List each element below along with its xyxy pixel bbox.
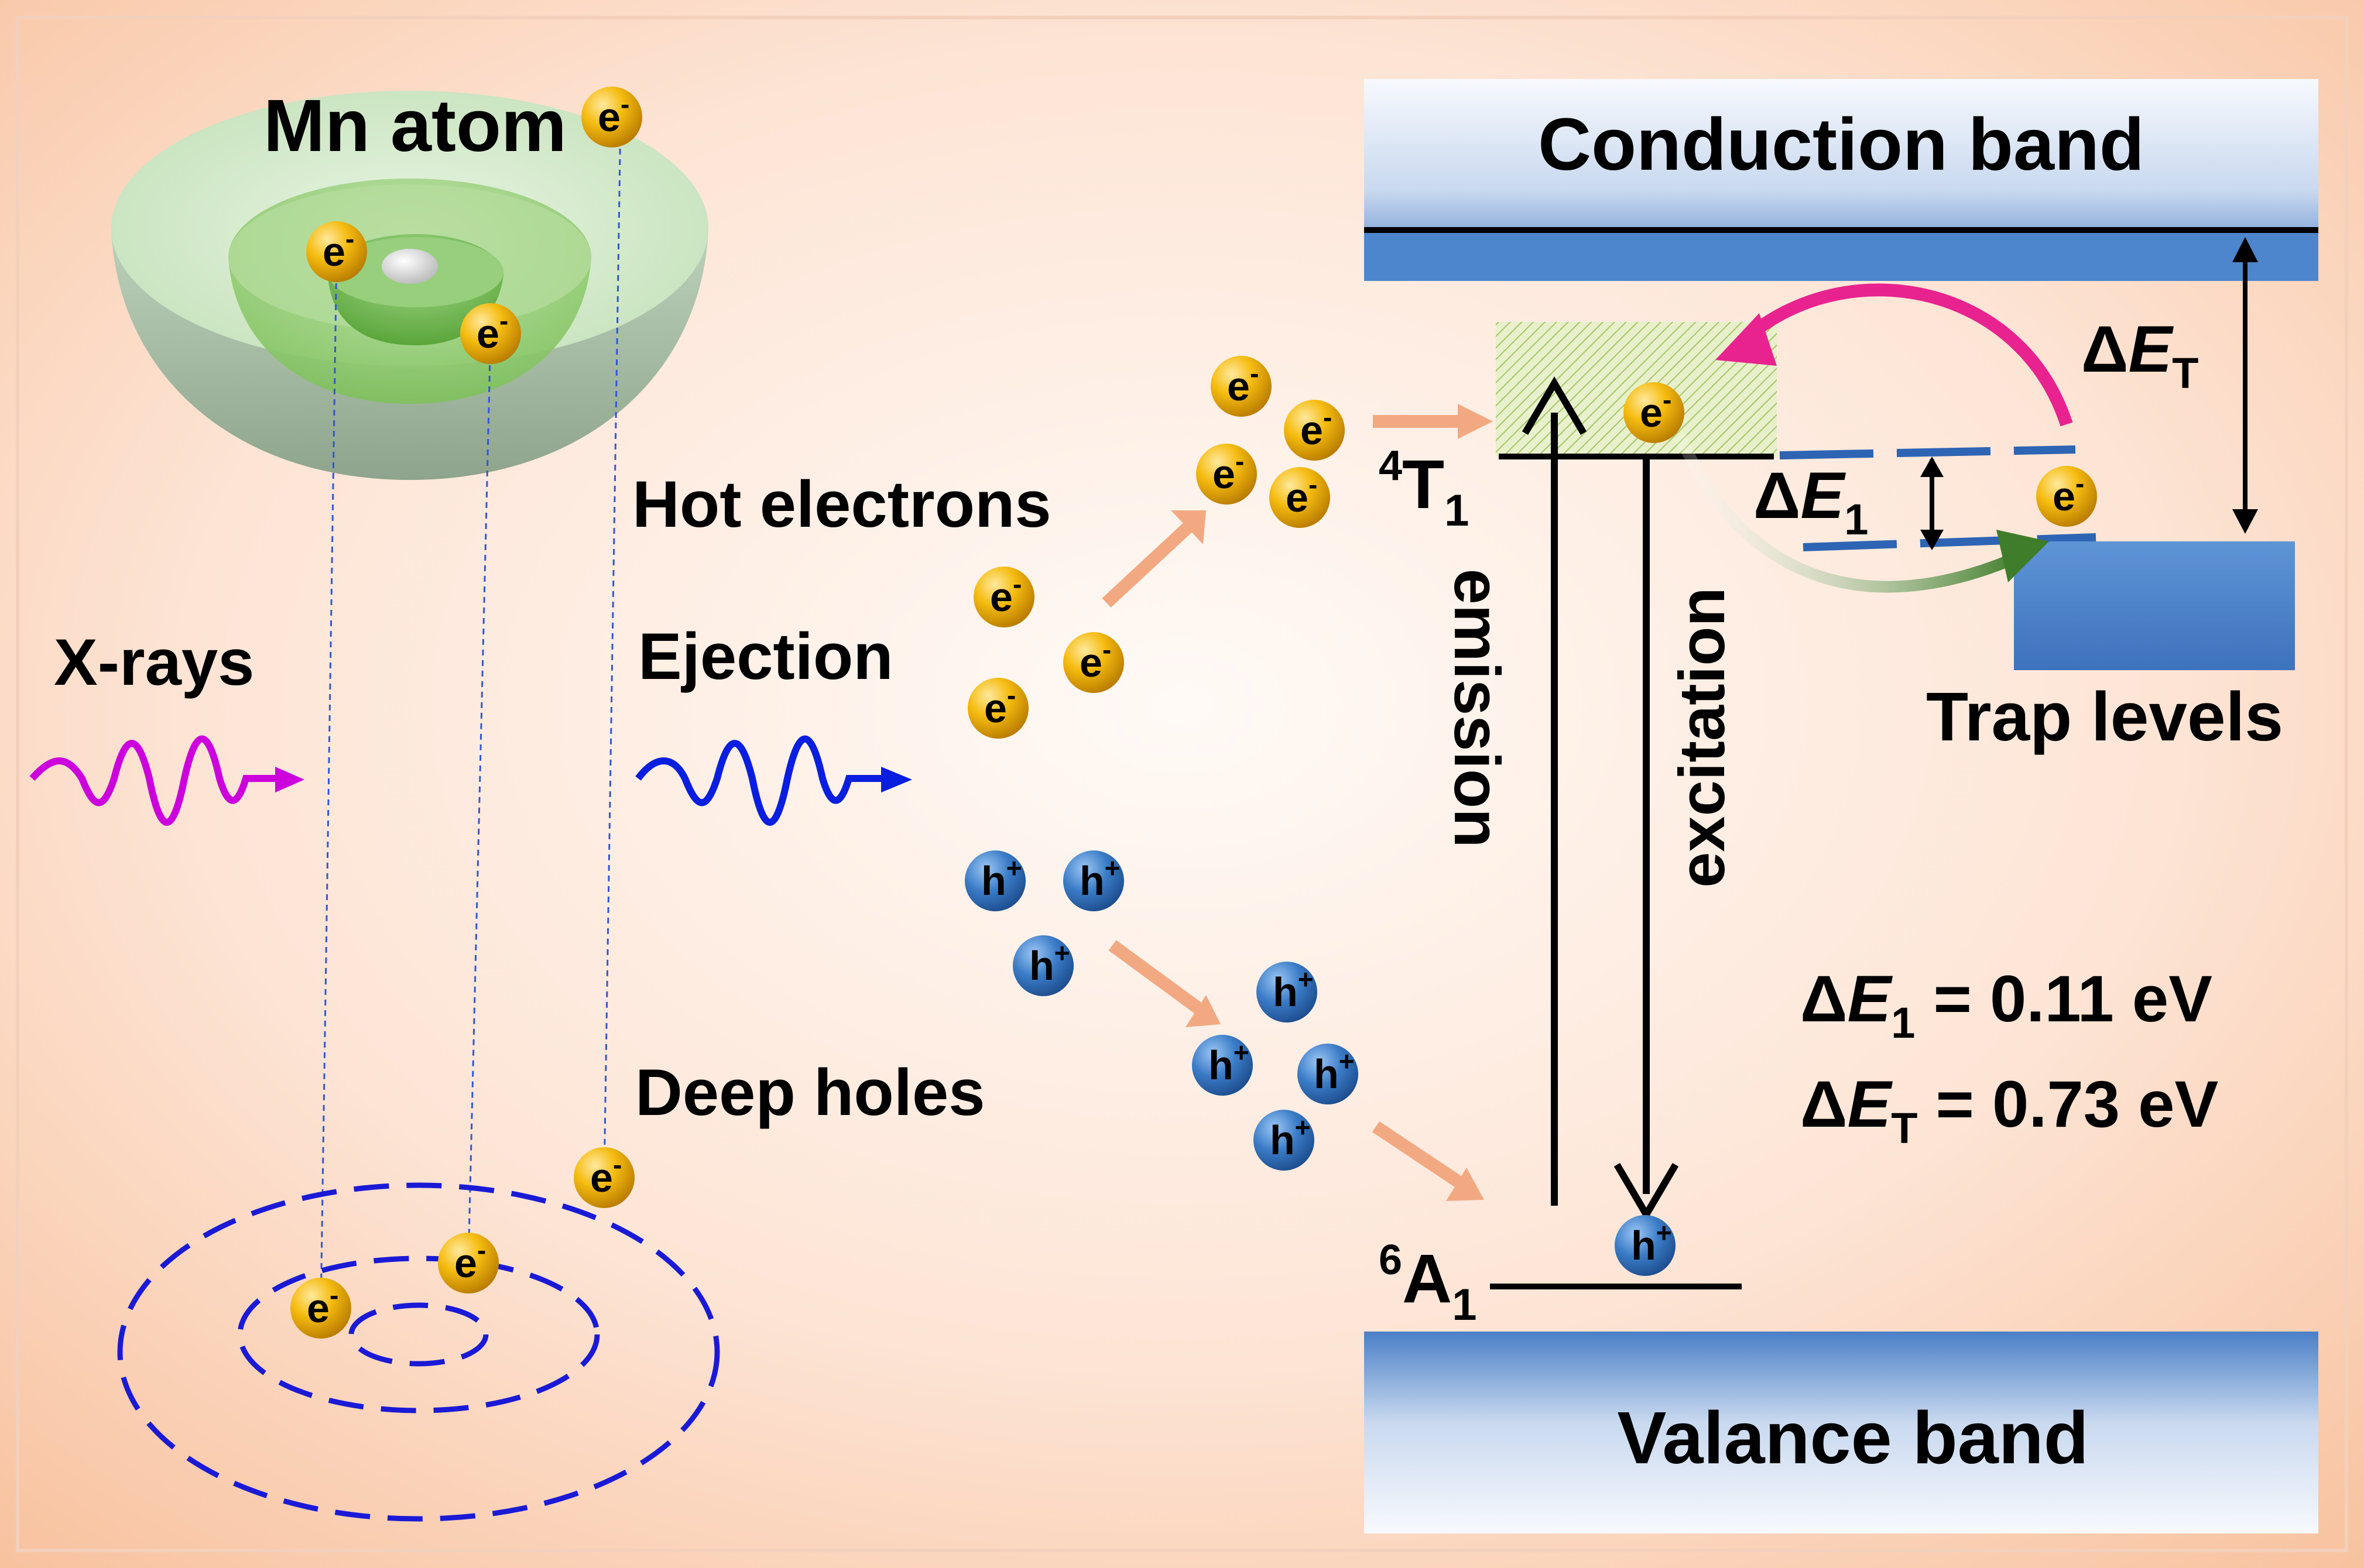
electron: e- bbox=[1269, 467, 1330, 528]
hole: h+ bbox=[1256, 962, 1317, 1023]
electron-symbol: e- bbox=[1080, 634, 1111, 685]
hole: h+ bbox=[1615, 1215, 1676, 1276]
arrow-hot-to-4t1 bbox=[1373, 404, 1493, 439]
arrow-holes-to-deep bbox=[1108, 940, 1221, 1027]
hole: h+ bbox=[1297, 1044, 1358, 1104]
conduction-band-label: Conduction band bbox=[1538, 103, 2144, 186]
electron-symbol: e- bbox=[323, 224, 354, 275]
state-4t1-label: 4T1 bbox=[1379, 442, 1469, 536]
electron: e- bbox=[290, 1278, 351, 1339]
electron: e- bbox=[1623, 382, 1684, 443]
hole: h+ bbox=[1063, 850, 1124, 911]
electron-symbol: e- bbox=[1286, 469, 1317, 520]
orbit-middle bbox=[237, 1255, 600, 1413]
projection-lines bbox=[320, 116, 622, 1309]
trap-levels-label: Trap levels bbox=[1926, 678, 2283, 756]
transfer-arrows bbox=[1102, 404, 1493, 1201]
electron-symbol: e- bbox=[307, 1280, 338, 1331]
ejection-wave-line bbox=[635, 735, 890, 826]
electron-symbol: e- bbox=[477, 306, 508, 356]
electron: e- bbox=[974, 567, 1034, 627]
arrow-ejection-to-hot bbox=[1102, 510, 1206, 608]
xray-wave-line bbox=[29, 735, 287, 826]
xray-wave: X-rays bbox=[29, 626, 304, 826]
xray-label: X-rays bbox=[54, 626, 254, 699]
orbit-inner bbox=[348, 1302, 489, 1367]
result-delta-e1: ΔE1 = 0.11 eV bbox=[1800, 962, 2212, 1047]
excitation-label: excitation bbox=[1666, 587, 1738, 887]
arrow-deep-to-6a1 bbox=[1372, 1121, 1484, 1201]
electron-symbol: e- bbox=[590, 1150, 622, 1200]
hole-symbol: h+ bbox=[1631, 1217, 1672, 1268]
orbit-rings bbox=[117, 1182, 720, 1522]
hole: h+ bbox=[1253, 1110, 1314, 1171]
hole-symbol: h+ bbox=[1080, 853, 1121, 904]
electron-symbol: e- bbox=[598, 89, 629, 140]
orbit-outer bbox=[117, 1182, 720, 1522]
ejection-label: Ejection bbox=[638, 620, 893, 693]
conduction-band: Conduction band bbox=[1364, 79, 2318, 281]
hole-symbol: h+ bbox=[1029, 938, 1070, 989]
deep-holes-label: Deep holes bbox=[635, 1056, 985, 1129]
valence-band-label: Valance band bbox=[1617, 1397, 2088, 1479]
electron-symbol: e- bbox=[454, 1235, 486, 1286]
valence-band: Valance band bbox=[1364, 1332, 2318, 1533]
hole-symbol: h+ bbox=[1270, 1112, 1311, 1163]
electron: e- bbox=[1196, 444, 1257, 505]
delta-et-gap: ΔET bbox=[2081, 237, 2258, 534]
particles: e-e-e-e-e-e-e-e-e-e-e-e-e-e-e-h+h+h+h+h+… bbox=[290, 87, 2097, 1339]
electron-symbol: e- bbox=[1300, 402, 1332, 453]
mn-atom-model: Mn atom bbox=[111, 84, 708, 480]
electron-symbol: e- bbox=[1212, 446, 1244, 497]
result-delta-et: ΔET = 0.73 eV bbox=[1800, 1068, 2218, 1152]
electron: e- bbox=[306, 221, 367, 282]
trap-level-block bbox=[2014, 541, 2295, 670]
electron: e- bbox=[1063, 632, 1124, 693]
electron: e- bbox=[968, 678, 1029, 739]
electron: e- bbox=[581, 87, 642, 147]
delta-e1-gap: ΔE1 bbox=[1753, 457, 1944, 550]
ejection-arrowhead bbox=[881, 767, 912, 792]
electron-symbol: e- bbox=[984, 680, 1016, 731]
detrapping-arrow bbox=[1715, 283, 2073, 427]
atom-title: Mn atom bbox=[263, 84, 567, 167]
ejection-wave bbox=[635, 735, 912, 826]
emission-arrow: emission bbox=[1441, 376, 1587, 1206]
inner-panel bbox=[16, 16, 2348, 1552]
emission-label: emission bbox=[1441, 569, 1513, 848]
electron: e- bbox=[574, 1147, 635, 1208]
xray-arrowhead bbox=[275, 767, 304, 792]
delta-et-label: ΔET bbox=[2081, 313, 2198, 397]
electron: e- bbox=[438, 1233, 499, 1293]
hole: h+ bbox=[965, 850, 1026, 911]
hole: h+ bbox=[1192, 1035, 1253, 1096]
electron-symbol: e- bbox=[1640, 385, 1671, 435]
hole-symbol: h+ bbox=[981, 853, 1022, 904]
delta-e1-label: ΔE1 bbox=[1753, 459, 1868, 544]
state-6a1-label: 6A1 bbox=[1379, 1237, 1477, 1330]
hole-symbol: h+ bbox=[1273, 964, 1314, 1015]
electron-symbol: e- bbox=[2053, 468, 2084, 519]
hole: h+ bbox=[1013, 935, 1074, 996]
trap-dash-lower bbox=[1803, 533, 2096, 551]
electron: e- bbox=[460, 303, 521, 364]
excitation-arrow: excitation bbox=[1613, 457, 1738, 1222]
electron-symbol: e- bbox=[990, 569, 1022, 620]
electron-symbol: e- bbox=[1227, 358, 1259, 409]
electron: e- bbox=[2036, 466, 2097, 527]
hole-symbol: h+ bbox=[1314, 1046, 1355, 1097]
electron: e- bbox=[1284, 400, 1345, 461]
nucleus bbox=[382, 249, 438, 284]
trap-levels: Trap levels bbox=[1779, 445, 2295, 756]
electron: e- bbox=[1211, 356, 1272, 417]
trap-dash-upper bbox=[1779, 445, 2076, 459]
hot-electrons-label: Hot electrons bbox=[632, 468, 1051, 541]
hole-symbol: h+ bbox=[1208, 1037, 1249, 1088]
trapping-arrow bbox=[1674, 434, 2049, 593]
